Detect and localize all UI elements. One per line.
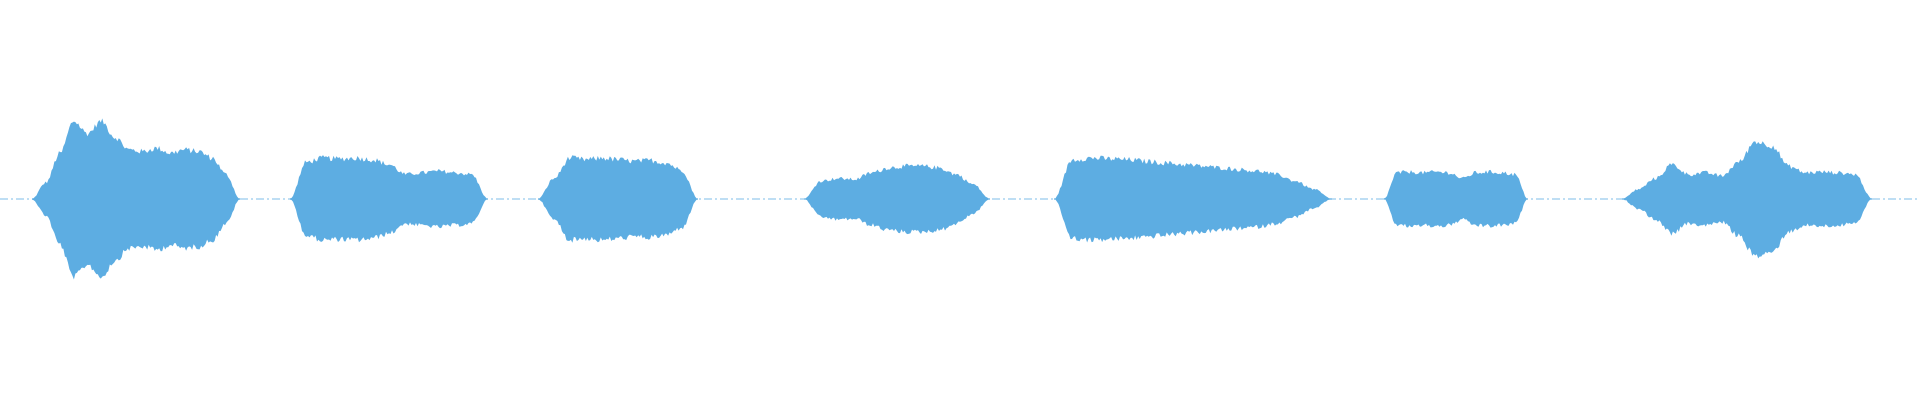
- waveform-segment-4: [804, 163, 990, 235]
- waveform-segment-6: [1384, 169, 1528, 228]
- waveform-segment-2: [290, 155, 488, 243]
- waveform-segment-1: [32, 118, 240, 280]
- waveform-segment-5: [1054, 155, 1332, 243]
- waveform-segment-3: [538, 155, 698, 243]
- waveform-segment-7: [1622, 141, 1872, 259]
- waveform-segments: [32, 118, 1872, 280]
